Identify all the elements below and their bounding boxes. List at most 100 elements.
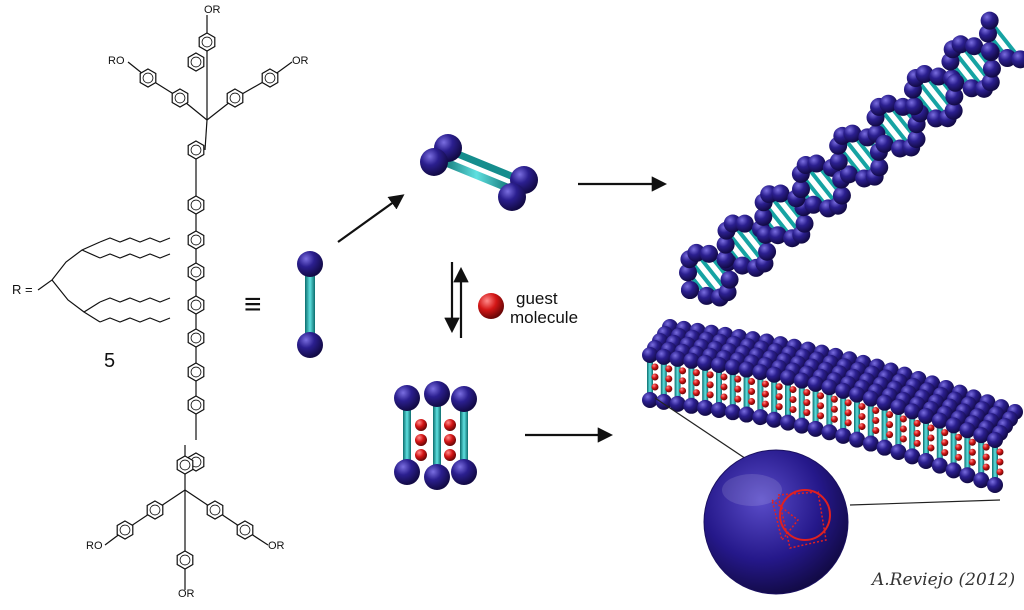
dumbbell-monomer (297, 251, 323, 358)
sheet-rod (771, 374, 778, 420)
phenyl-ring-chain-aromatic (190, 366, 202, 378)
sheet-sphere-top (683, 352, 700, 369)
sheet-guest (761, 380, 769, 388)
helix-sphere (768, 226, 787, 245)
sheet-sphere-top (655, 348, 672, 365)
sheet-guest (996, 458, 1004, 466)
helix-sphere (946, 73, 965, 92)
sheet-guest (803, 389, 811, 397)
phenyl-ring-chain (187, 52, 205, 72)
helix-sphere (907, 130, 926, 149)
sheet-guest (858, 403, 866, 411)
phenyl-ring-chain (187, 362, 205, 382)
sheet-guest (899, 425, 907, 433)
dimer-model (420, 134, 538, 211)
sheet-sphere-bottom (904, 448, 921, 465)
phenyl-ring-branch-aromatic (179, 554, 191, 566)
trimer-sphere (424, 464, 450, 490)
or-label-upper-right: OR (292, 55, 309, 67)
encapsulated-guest (415, 434, 427, 446)
sheet-guest (927, 434, 935, 442)
or-label-top: OR (204, 4, 221, 16)
sheet-rod (854, 394, 860, 440)
sheet-guest (761, 400, 769, 408)
helix-sphere (875, 134, 894, 153)
trimer-sphere (451, 386, 477, 412)
sheet-rod (826, 387, 833, 433)
trimer-sphere (451, 459, 477, 485)
or-label-bottom: OR (178, 588, 195, 600)
sheet-guest (872, 417, 880, 425)
sheet-sphere-top (807, 375, 824, 392)
helix-sphere (700, 244, 719, 263)
sheet-sphere-top (904, 403, 921, 420)
sheet-guest (789, 386, 797, 394)
phenyl-ring-branch-aromatic (209, 504, 221, 516)
phenyl-ring-branch-aromatic (229, 92, 241, 104)
phenyl-ring-branch-aromatic (264, 72, 276, 84)
sheet-guest (706, 371, 714, 379)
sheet-guest (927, 444, 935, 452)
double-helix (679, 11, 1024, 307)
sheet-sphere-top (738, 361, 755, 378)
sheet-guest (899, 415, 907, 423)
phenyl-ring-branch (261, 68, 279, 88)
sheet-guest (941, 439, 949, 447)
sheet-rod (923, 415, 929, 461)
trimer-sphere (394, 459, 420, 485)
sheet-guest (858, 413, 866, 421)
sheet-sphere-bottom (890, 443, 907, 460)
sheet-sphere-top (945, 417, 962, 434)
sheet-guest (872, 427, 880, 435)
sheet-sphere-top (931, 412, 948, 429)
sheet-rod (840, 390, 847, 436)
phenyl-ring-chain (187, 395, 205, 415)
sheet-guest (720, 373, 728, 381)
phenyl-ring-branch (171, 88, 189, 108)
sheet-rod (936, 420, 943, 466)
sheet-guest (968, 458, 976, 466)
sheet-guest (913, 419, 921, 427)
sheet-guest (789, 396, 797, 404)
sheet-rod (716, 364, 722, 410)
helix-sphere (829, 152, 848, 171)
sheet-guest (775, 393, 783, 401)
sheet-sphere-bottom (642, 392, 658, 408)
sheet-guest (830, 405, 838, 413)
guest-molecule-sphere (478, 293, 504, 319)
sheet-sphere-bottom (849, 431, 865, 448)
sheet-guest (886, 411, 894, 419)
sheet-guest (679, 377, 687, 385)
sheet-rod (660, 356, 667, 402)
sheet-guest (830, 415, 838, 423)
sheet-sphere-top (918, 407, 934, 424)
sheet-rod (950, 425, 957, 471)
sheet-sphere-top (849, 386, 865, 403)
phenyl-ring-branch-aromatic (149, 504, 161, 516)
phenyl-ring-chain-aromatic (190, 144, 202, 156)
sheet-guest (734, 375, 742, 383)
helix-sphere (945, 87, 964, 106)
sheet-guest (706, 391, 714, 399)
phenyl-ring-branch-aromatic (179, 459, 191, 471)
sheet-guest (665, 385, 673, 393)
guest-molecule-label: guest molecule (510, 289, 578, 327)
phenyl-ring-branch-aromatic (201, 36, 213, 48)
sheet-guest (748, 398, 756, 406)
sheet-sphere-bottom (931, 457, 948, 474)
guest-label-line2: molecule (510, 308, 579, 327)
encapsulated-guest (415, 419, 427, 431)
phenyl-ring-chain-aromatic (190, 56, 202, 68)
or-label-lower-right: OR (268, 540, 285, 552)
sheet-sphere-bottom (918, 452, 934, 469)
sheet-sphere-top (697, 354, 714, 371)
sheet-rod (978, 435, 985, 481)
helix-sphere (733, 256, 752, 275)
sheet-guest (734, 395, 742, 403)
sheet-sphere-bottom (738, 406, 755, 423)
helix-sphere (982, 59, 1001, 78)
sheet-sphere-top (642, 347, 658, 363)
phenyl-rings (116, 32, 279, 570)
r-group-label: R = (12, 282, 33, 297)
